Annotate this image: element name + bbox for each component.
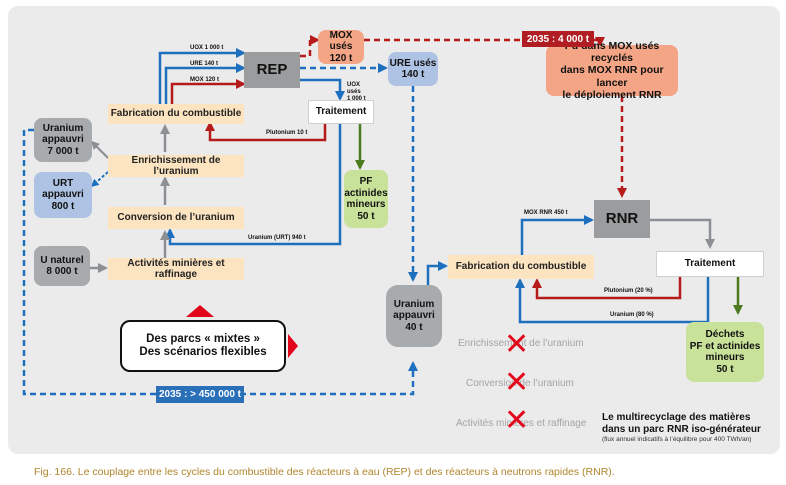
uranium-80-return-arrow	[515, 276, 710, 324]
rep-to-mox-uses-arrow	[300, 35, 320, 58]
dechets-box: Déchets PF et actinides mineurs 50 t	[686, 322, 764, 382]
flow-arrows	[22, 35, 743, 396]
pu-mox-rnr-box: Pu dans MOX usés recyclés dans MOX RNR p…	[546, 40, 678, 101]
mox-to-pu-rnr-dashed-arrow	[364, 37, 605, 47]
uox-flow-arrow	[158, 48, 246, 106]
crossed-enrichissement-label: Enrichissement de l’uranium	[458, 338, 584, 349]
plutonium-20-return-arrow	[532, 276, 682, 300]
ure-uses-box: URE usés 140 t	[388, 52, 438, 86]
activites-minieres-box: Activités minières et raffinage	[108, 258, 244, 280]
urt-appauvri-box: URT appauvri 800 t	[34, 172, 92, 218]
rnr-reactor-box: RNR	[594, 200, 650, 238]
uranium-80-label: Uranium (80 %)	[610, 312, 654, 318]
tag-2035-4000: 2035 : 4 000 t	[522, 31, 594, 47]
appauvri-to-fabrication-rnr-arrow	[426, 261, 448, 285]
figure-frame: MOX usés 120 t REP URE usés 140 t Fabric…	[8, 6, 780, 454]
triangle-right-marker	[288, 334, 298, 358]
crossed-activites-label: Activités minières et raffinage	[456, 418, 587, 429]
uranium-urt-label: Uranium (URT) 940 t	[248, 235, 306, 241]
conversion-box: Conversion de l’uranium	[108, 207, 244, 229]
traitement-rnr-box: Traitement	[656, 251, 764, 277]
red-cross-icon: ✕	[504, 365, 530, 400]
crossed-conversion-label: Conversion de l’uranium	[466, 378, 574, 389]
uranium-appauvri-center-box: Uranium appauvri 40 t	[386, 285, 442, 347]
triangle-up-marker	[186, 305, 214, 317]
mox-rnr-label: MOX RNR 450 t	[524, 210, 568, 216]
traitement-rep-box: Traitement	[308, 100, 374, 124]
multirecyclage-note: Le multirecyclage des matières dans un p…	[602, 412, 761, 443]
ure-flow-label: URE 140 t	[190, 61, 219, 67]
red-cross-icon: ✕	[504, 327, 530, 362]
tag-2035-450000: 2035 : > 450 000 t	[156, 386, 244, 403]
rnr-to-traitement-arrow	[650, 218, 715, 249]
enrichissement-to-appauvri-arrow	[90, 140, 109, 159]
plutonium-return-arrow	[205, 121, 327, 142]
uranium-appauvri-box: Uranium appauvri 7 000 t	[34, 118, 92, 162]
plutonium-10-label: Plutonium 10 t	[266, 130, 308, 136]
appauvri-stock-dashed-arrow	[22, 128, 418, 396]
mox-rnr-flow-arrow	[520, 215, 594, 255]
enrichissement-to-urt-arrow	[90, 171, 109, 188]
mox-flow-label: MOX 120 t	[190, 77, 220, 83]
rep-reactor-box: REP	[244, 52, 300, 88]
uox-flow-label: UOX 1 000 t	[190, 45, 224, 51]
urt-return-arrow	[165, 124, 342, 246]
uox-uses-flow-label: UOX usés 1 000 t	[347, 82, 366, 102]
parcs-mixtes-box: Des parcs « mixtes » Des scénarios flexi…	[120, 320, 286, 372]
enrichissement-box: Enrichissement de l’uranium	[108, 155, 244, 177]
fabrication-combustible-rnr-box: Fabrication du combustible	[448, 255, 594, 279]
figure-caption: Fig. 166. Le couplage entre les cycles d…	[34, 466, 615, 478]
ure-flow-arrow	[164, 63, 246, 106]
red-cross-icon: ✕	[504, 403, 530, 438]
u-naturel-box: U naturel 8 000 t	[34, 246, 90, 286]
pf-actinides-rep-box: PF actinides mineurs 50 t	[344, 170, 388, 228]
plutonium-20-label: Plutonium (20 %)	[604, 288, 653, 294]
mox-flow-arrow	[170, 79, 246, 106]
mox-uses-box: MOX usés 120 t	[318, 30, 364, 64]
fabrication-combustible-rep-box: Fabrication du combustible	[108, 104, 244, 124]
uox-uses-flow-arrow	[300, 78, 345, 101]
